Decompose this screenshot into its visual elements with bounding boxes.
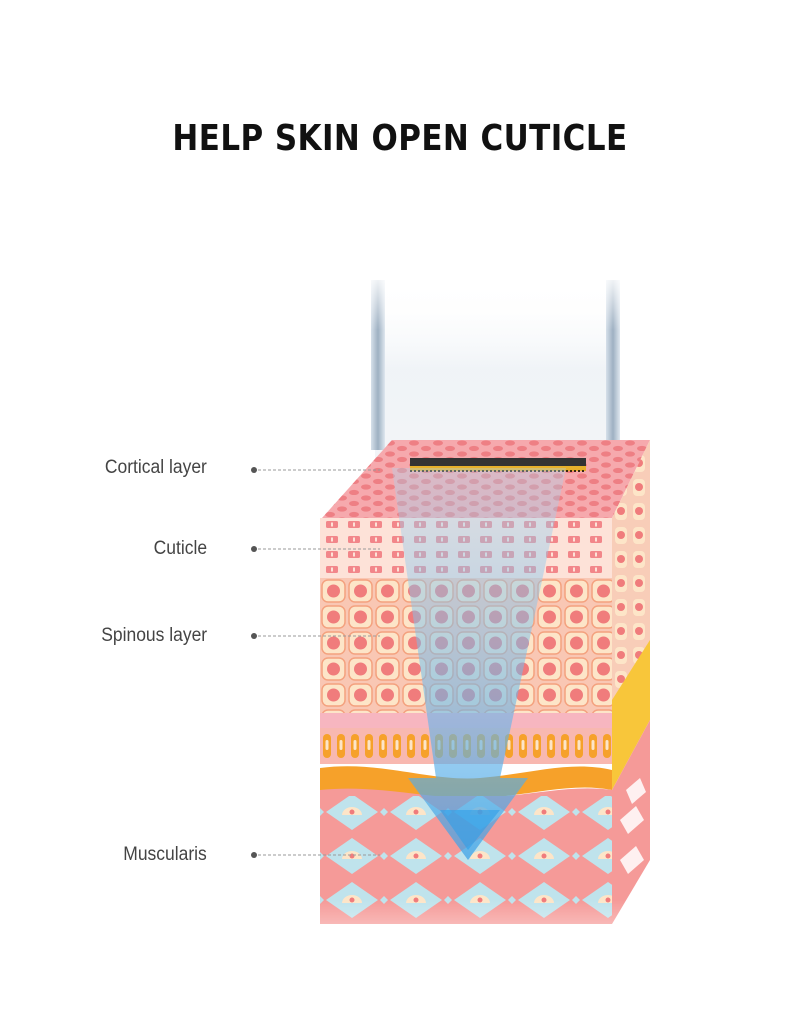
side-face: [612, 440, 650, 924]
device-probe: [365, 270, 627, 460]
bottom-fade: [318, 900, 654, 980]
leader-dot-icon: [251, 467, 257, 858]
